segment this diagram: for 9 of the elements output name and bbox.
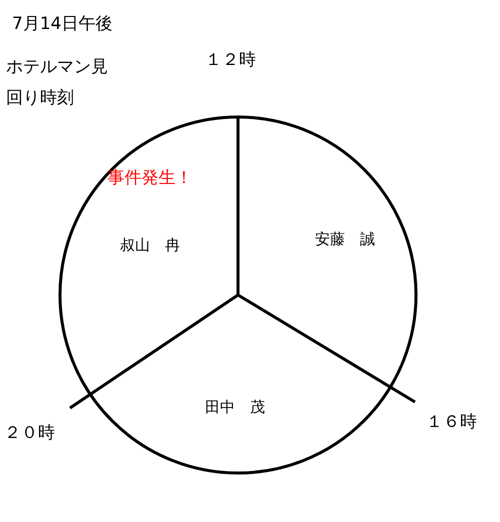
name-text: 安藤 誠 — [315, 228, 375, 250]
name-text: 田中 茂 — [205, 396, 265, 418]
name-text: 叔山 冉 — [120, 234, 180, 256]
time-label: ２０時 — [4, 422, 55, 445]
title: 7月14日午後 — [12, 13, 112, 36]
heading-note: ホテルマン見回り時刻 — [6, 56, 109, 110]
alert-text: 事件発生！ — [108, 167, 192, 190]
time-label: １６時 — [426, 411, 477, 434]
time-label: １２時 — [205, 49, 256, 72]
